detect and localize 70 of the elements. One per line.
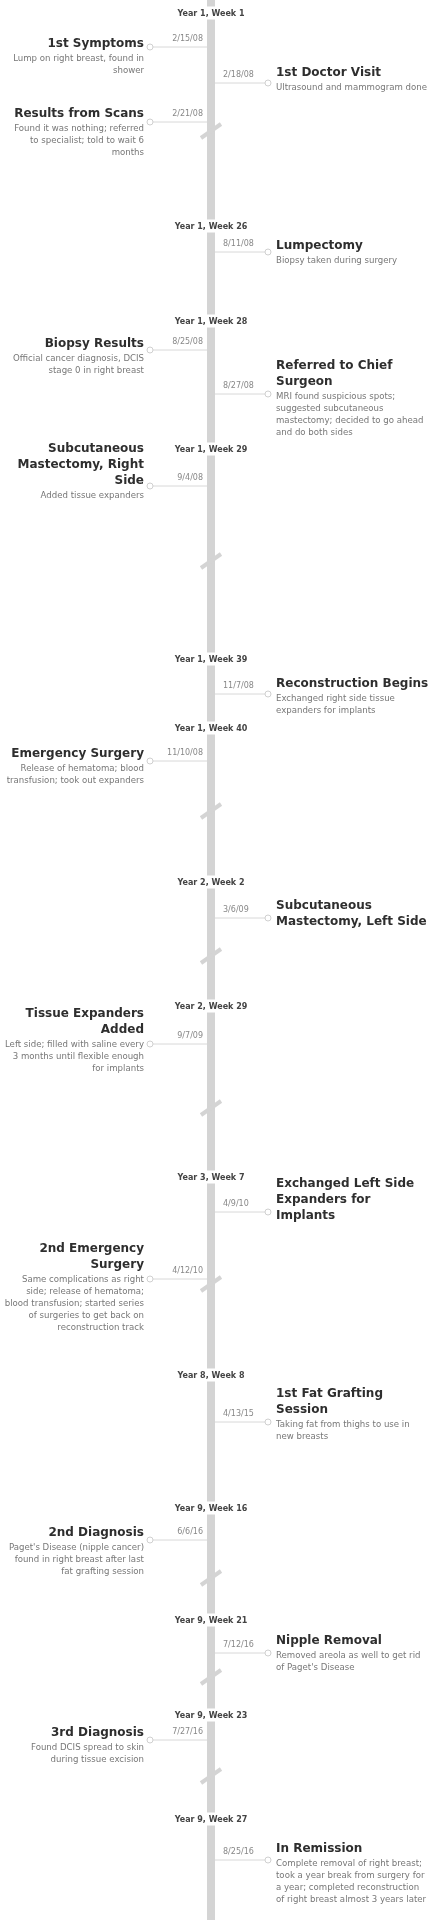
event-title: Biopsy Results bbox=[43, 335, 145, 351]
event-description: Complete removal of right breast; took a year break from surgery for a year; completed reconstruction of right breast almost 3 years later bbox=[275, 1857, 428, 1905]
event-title: 1st Symptoms bbox=[46, 35, 145, 51]
event-title: Exchanged Left Side Expanders for Implants bbox=[275, 1175, 416, 1223]
edge-label: 7/12/16 bbox=[223, 1640, 254, 1649]
edge-label: 4/13/15 bbox=[223, 1409, 254, 1418]
connector-line bbox=[146, 346, 208, 354]
edge-label: 3/6/09 bbox=[223, 905, 249, 914]
event-description: Left side; filled with saline every 3 months until flexible enough for implants bbox=[4, 1038, 145, 1074]
connector-line bbox=[146, 757, 208, 765]
connector-line bbox=[214, 248, 272, 256]
connector-line bbox=[214, 390, 272, 398]
edge-label: 7/27/16 bbox=[172, 1727, 203, 1736]
event-description: Lump on right breast, found in shower bbox=[12, 52, 145, 76]
event-title: Referred to Chief Surgeon bbox=[275, 357, 394, 389]
event-description: Found DCIS spread to skin during tissue excision bbox=[30, 1741, 145, 1765]
edge-label: 11/7/08 bbox=[223, 681, 254, 690]
event-title: 2nd Emergency Surgery bbox=[38, 1240, 145, 1272]
event-description: Official cancer diagnosis, DCIS stage 0 in right breast bbox=[12, 352, 145, 376]
edge-label: 2/21/08 bbox=[172, 109, 203, 118]
edge-label: 4/12/10 bbox=[172, 1266, 203, 1275]
edge-label: 2/15/08 bbox=[172, 34, 203, 43]
edge-label: 8/27/08 bbox=[223, 381, 254, 390]
connector-line bbox=[214, 1649, 272, 1657]
event-title: Subcutaneous Mastectomy, Right Side bbox=[16, 440, 145, 488]
event-description: Removed areola as well to get rid of Paget's Disease bbox=[275, 1649, 422, 1673]
connector-line bbox=[214, 1856, 272, 1864]
event-title: 2nd Diagnosis bbox=[47, 1524, 145, 1540]
connector-line bbox=[146, 43, 208, 51]
connector-line bbox=[214, 1418, 272, 1426]
event-description: Biopsy taken during surgery bbox=[275, 254, 399, 266]
connector-line bbox=[214, 914, 272, 922]
event-title: Reconstruction Begins bbox=[275, 675, 430, 691]
connector-line bbox=[146, 482, 208, 490]
event-description: Exchanged right side tissue expanders for implants bbox=[275, 692, 396, 716]
edge-label: 6/6/16 bbox=[177, 1527, 203, 1536]
edge-label: 2/18/08 bbox=[223, 70, 254, 79]
event-title: Emergency Surgery bbox=[10, 745, 145, 761]
event-title: Tissue Expanders Added bbox=[24, 1005, 145, 1037]
event-title: 3rd Diagnosis bbox=[50, 1724, 145, 1740]
event-title: 1st Fat Grafting Session bbox=[275, 1385, 384, 1417]
event-title: 1st Doctor Visit bbox=[275, 64, 382, 80]
connector-line bbox=[146, 1736, 208, 1744]
edge-label: 8/11/08 bbox=[223, 239, 254, 248]
edge-label: 4/9/10 bbox=[223, 1199, 249, 1208]
event-title: Results from Scans bbox=[13, 105, 145, 121]
connector-line bbox=[146, 1040, 208, 1048]
event-description: MRI found suspicious spots; suggested subcutaneous mastectomy; decided to go ahead and do both sides bbox=[275, 390, 425, 438]
connector-line bbox=[214, 690, 272, 698]
connector-line bbox=[214, 1208, 272, 1216]
edge-label: 8/25/08 bbox=[172, 337, 203, 346]
edge-label: 11/10/08 bbox=[167, 748, 203, 757]
event-title: Lumpectomy bbox=[275, 237, 364, 253]
event-description: Found it was nothing; referred to specialist; told to wait 6 months bbox=[13, 122, 145, 158]
event-description: Taking fat from thighs to use in new breasts bbox=[275, 1418, 411, 1442]
connector-line bbox=[146, 118, 208, 126]
connector-line bbox=[146, 1275, 208, 1283]
event-title: Subcutaneous Mastectomy, Left Side bbox=[275, 897, 428, 929]
connector-line bbox=[214, 79, 272, 87]
event-description: Release of hematoma; blood transfusion; took out expanders bbox=[5, 762, 145, 786]
event-title: Nipple Removal bbox=[275, 1632, 383, 1648]
edge-label: 8/25/16 bbox=[223, 1847, 254, 1856]
event-description: Added tissue expanders bbox=[39, 489, 145, 501]
connector-line bbox=[146, 1536, 208, 1544]
edge-label: 9/7/09 bbox=[177, 1031, 203, 1040]
edge-label: 9/4/08 bbox=[177, 473, 203, 482]
event-description: Ultrasound and mammogram done bbox=[275, 81, 428, 93]
event-description: Paget's Disease (nipple cancer) found in right breast after last fat grafting session bbox=[7, 1541, 145, 1577]
event-description: Same complications as right side; release of hematoma; blood transfusion; started series of surgeries to get back on reconstruction track bbox=[4, 1273, 145, 1333]
event-title: In Remission bbox=[275, 1840, 364, 1856]
